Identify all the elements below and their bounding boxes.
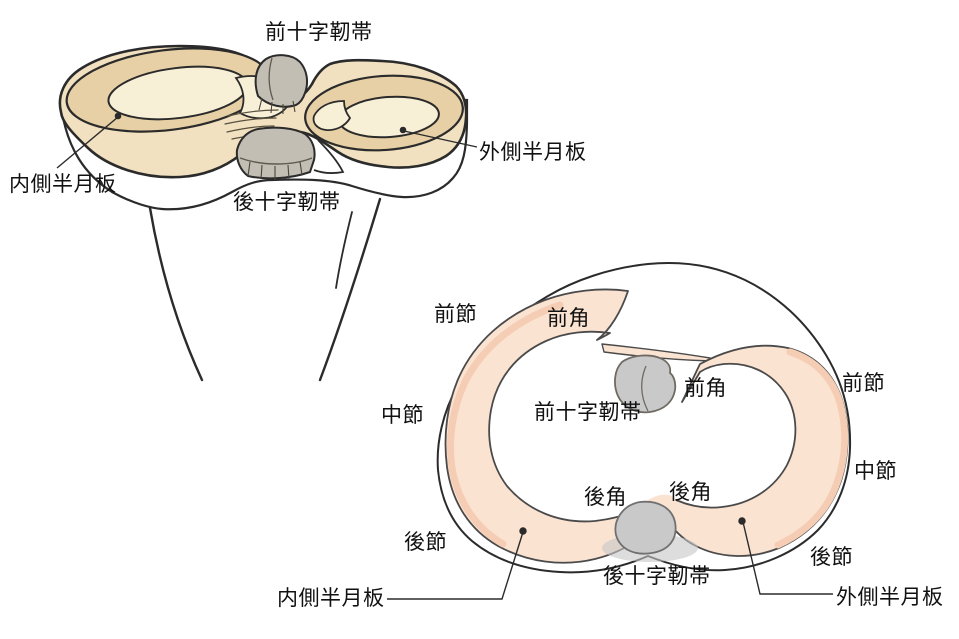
pcl-stump-hatching [247, 161, 303, 180]
tibia-shaft-right-edge [318, 197, 382, 382]
label-anterior-segment-left: 前節 [434, 302, 477, 326]
tibia-shaft-left-edge [148, 206, 204, 382]
acl-stump-3d [254, 54, 309, 114]
label-lateral-meniscus-top-view: 外側半月板 [836, 585, 944, 609]
label-medial-meniscus-3d: 内側半月板 [9, 172, 117, 196]
top-illustration-3d-view [56, 44, 478, 382]
lateral-c-opening [312, 100, 352, 131]
label-acl-3d: 前十字靭帯 [265, 20, 373, 44]
acl-top-view [614, 354, 677, 414]
label-middle-segment-right: 中節 [854, 459, 897, 483]
acl-stump-hatching [258, 97, 296, 114]
label-pcl-top-view: 後十字靭帯 [603, 564, 711, 588]
pcl-top-view [602, 500, 698, 562]
label-posterior-horn-right: 後角 [669, 480, 712, 504]
medial-outer-rim-shading [447, 301, 564, 548]
intercondylar-notch-line [313, 139, 345, 174]
top-leader-lines [56, 112, 478, 169]
label-anterior-horn-right: 前角 [684, 376, 727, 400]
label-medial-meniscus-top-view: 内側半月板 [277, 586, 385, 610]
label-lateral-meniscus-3d: 外側半月板 [479, 140, 587, 164]
lateral-meniscus-top-surface [304, 74, 464, 152]
pcl-body [614, 500, 677, 555]
label-anterior-horn-left: 前角 [547, 306, 590, 330]
bottom-leader-lines [387, 517, 833, 600]
label-posterior-segment-left: 後節 [404, 530, 447, 554]
label-acl-top-view: 前十字靭帯 [534, 400, 642, 424]
label-anterior-segment-right: 前節 [842, 371, 885, 395]
medial-meniscus-top-surface [65, 47, 291, 133]
acl-body [614, 354, 677, 414]
lateral-outer-rim-shading [774, 348, 849, 549]
pcl-stump-3d [235, 126, 345, 180]
label-posterior-horn-left: 後角 [584, 485, 627, 509]
label-middle-segment-left: 中節 [381, 403, 424, 427]
medial-meniscus-top-view [444, 288, 713, 564]
label-posterior-segment-right: 後節 [810, 545, 853, 569]
tibia-shaft-ridge [335, 211, 353, 289]
bottom-illustration-top-view [387, 262, 852, 600]
label-pcl-3d: 後十字靭帯 [233, 190, 341, 214]
